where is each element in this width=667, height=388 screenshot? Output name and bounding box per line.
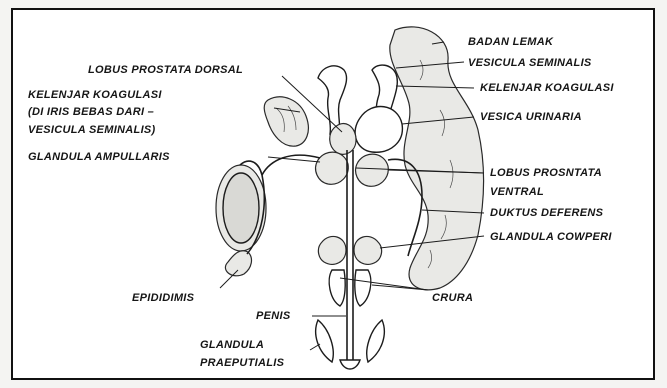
ductus-deferens-left (262, 155, 320, 175)
coagulating-gland-left (264, 97, 308, 146)
testis (216, 165, 266, 251)
label-lobus-prostata-dorsal: LOBUS PROSTATA DORSAL (88, 64, 243, 76)
label-vesica-urinaria: VESICA URINARIA (480, 111, 582, 123)
label-badan-lemak: BADAN LEMAK (468, 36, 554, 48)
label-crura: CRURA (432, 292, 473, 304)
label-lobus-prostata-ventral-1: LOBUS PROSNTATA (490, 167, 602, 179)
label-glandula-cowperi: GLANDULA COWPERI (490, 231, 612, 243)
prostate-dorsal (330, 124, 356, 155)
preputial-glands (316, 320, 385, 362)
label-penis: PENIS (256, 310, 291, 322)
label-glandula-ampullaris: GLANDULA AMPULLARIS (28, 151, 170, 163)
label-lobus-prostata-ventral-2: VENTRAL (490, 186, 544, 198)
label-vesicula-seminalis: VESICULA SEMINALIS (468, 57, 592, 69)
urinary-bladder (355, 107, 402, 153)
crura (329, 270, 371, 306)
cowper-glands (318, 236, 381, 264)
label-kelenjar-koagulasi-left-3: VESICULA SEMINALIS) (28, 124, 156, 136)
label-kelenjar-koagulasi-right: KELENJAR KOAGULASI (480, 82, 614, 94)
label-kelenjar-koagulasi-left-2: (DI IRIS BEBAS DARI – (28, 106, 154, 118)
labels: BADAN LEMAK VESICULA SEMINALIS KELENJAR … (28, 36, 614, 369)
label-duktus-deferens: DUKTUS DEFERENS (490, 207, 604, 219)
label-glandula-praeputialis-1: GLANDULA (200, 339, 264, 351)
label-epididimis: EPIDIDIMIS (132, 292, 195, 304)
label-kelenjar-koagulasi-left-1: KELENJAR KOAGULASI (28, 89, 162, 101)
label-glandula-praeputialis-2: PRAEPUTIALIS (200, 357, 285, 369)
